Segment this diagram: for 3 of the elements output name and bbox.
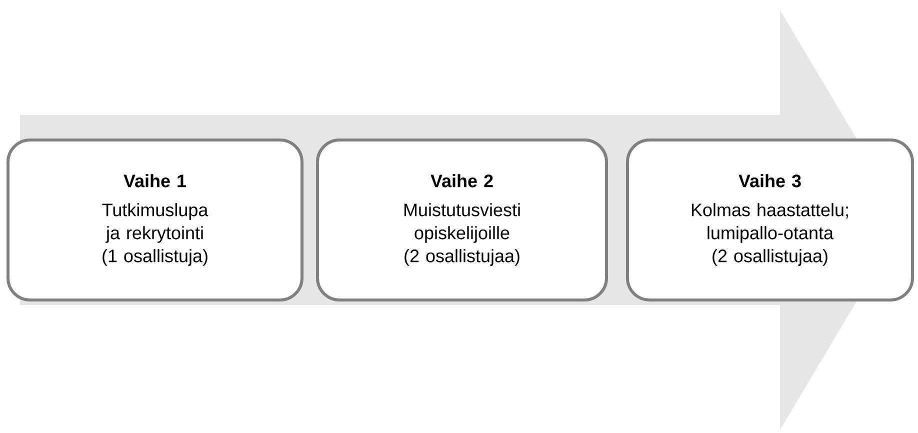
process-box: Vaihe 2 Muistutusviesti opiskelijoille (2 osallistujaa)	[316, 138, 608, 302]
process-box: Vaihe 1 Tutkimuslupa ja rekrytointi (1 osallistuja)	[6, 138, 304, 302]
process-box: Vaihe 3 Kolmas haastattelu; lumipallo-otanta (2 osallistujaa)	[626, 138, 914, 302]
